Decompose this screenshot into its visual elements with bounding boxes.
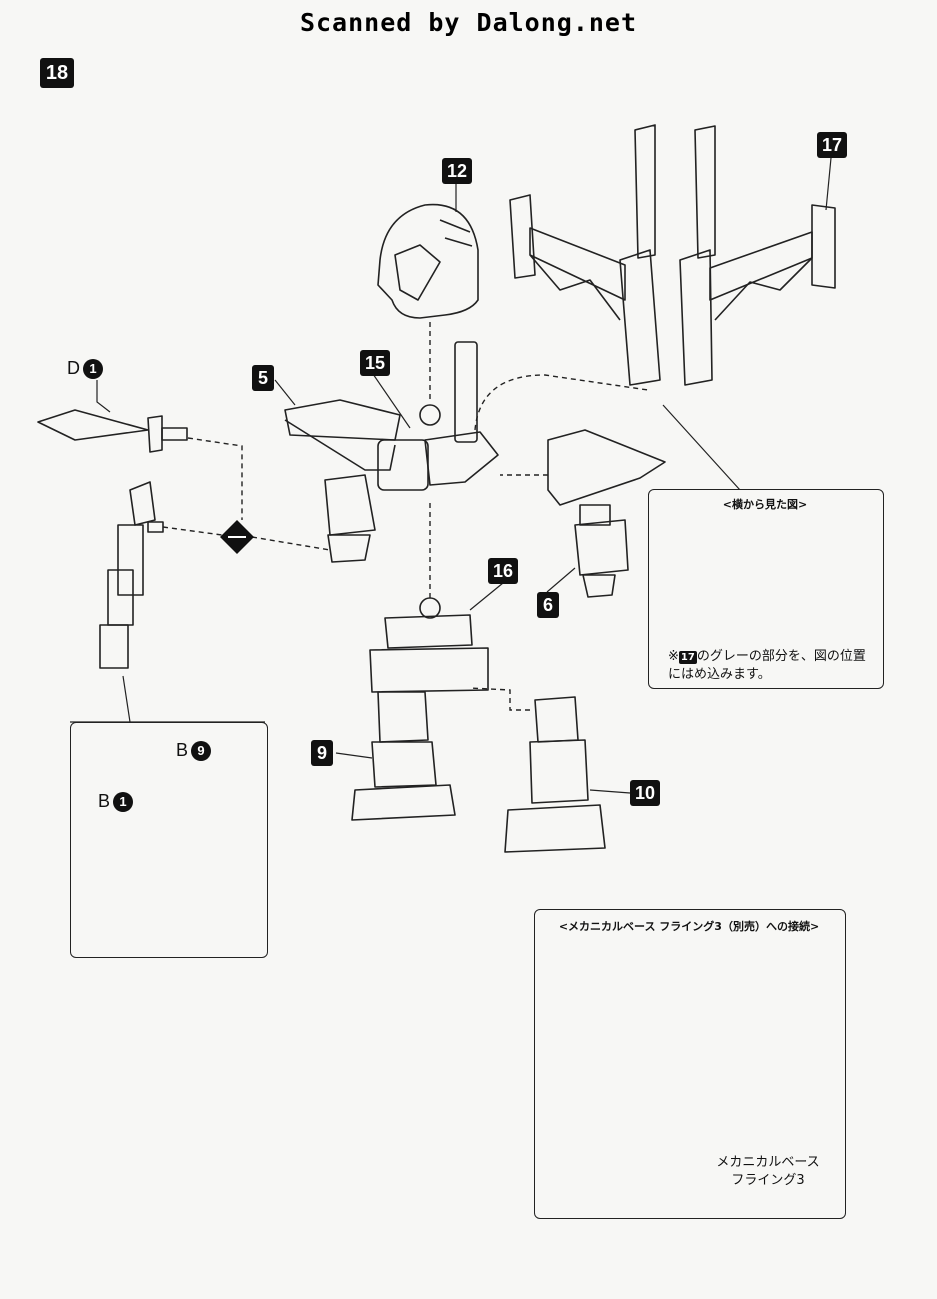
runner-label-b1: B 1 — [98, 791, 134, 812]
runner-label-b9: B 9 — [176, 740, 212, 761]
sword-part-illustration — [37, 409, 188, 453]
rifle-part-illustration — [99, 481, 164, 669]
note-mark: ※ — [668, 649, 679, 664]
runner-letter: B — [176, 740, 189, 760]
runner-number: 1 — [83, 358, 103, 379]
runner-label-d1: D 1 — [67, 358, 103, 379]
scan-credit: Scanned by Dalong.net — [299, 8, 638, 37]
connector-diamond-symbol — [220, 520, 254, 554]
runner-number: 9 — [191, 740, 212, 761]
caption-line-1: メカニカルベース — [716, 1155, 820, 1170]
rifle-detail-panel — [70, 722, 268, 958]
note-part-number: 17 — [678, 651, 697, 664]
runner-number: 1 — [113, 791, 134, 812]
caption-line-2: フライング3 — [731, 1173, 805, 1188]
base-connection-panel — [534, 909, 846, 1219]
part-number-17: 17 — [817, 132, 847, 158]
part-number-10: 10 — [630, 780, 660, 806]
part-number-15: 15 — [360, 350, 390, 376]
step-number-badge: 18 — [40, 58, 74, 88]
torso-part-illustration — [284, 341, 499, 563]
arm-part-illustration — [547, 429, 666, 598]
note-text: のグレーの部分を、図の位置にはめ込みます。 — [668, 649, 866, 682]
head-part-illustration — [377, 203, 479, 319]
part-number-12: 12 — [442, 158, 472, 184]
part-number-6: 6 — [537, 592, 559, 618]
legs-part-illustration — [351, 597, 606, 853]
side-view-title: <横から見た図> — [722, 498, 808, 511]
part-number-5: 5 — [252, 365, 274, 391]
base-connection-caption: メカニカルベース フライング3 — [706, 1154, 830, 1190]
part-number-16: 16 — [488, 558, 518, 584]
runner-letter: D — [67, 358, 80, 378]
runner-letter: B — [98, 791, 111, 811]
base-connection-title: <メカニカルベース フライング3（別売）への接続> — [558, 920, 820, 933]
part-number-9: 9 — [311, 740, 333, 766]
backpack-part-illustration — [509, 124, 836, 386]
